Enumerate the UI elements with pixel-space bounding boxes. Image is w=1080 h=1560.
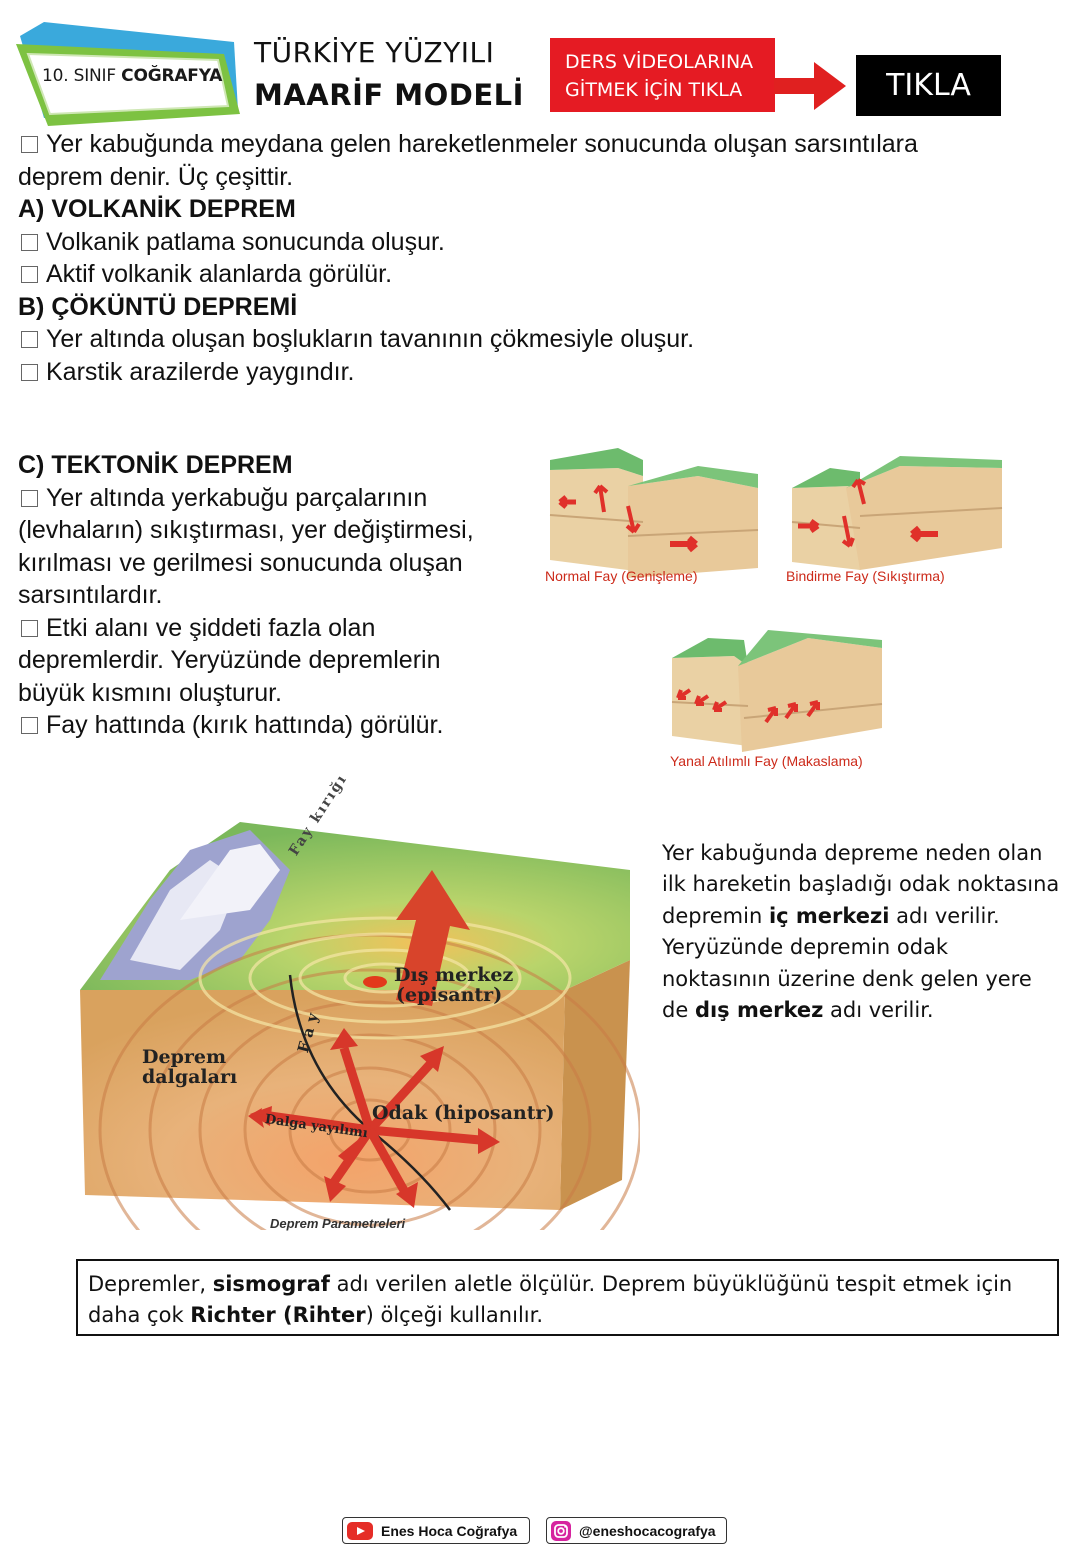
- focus-label: Odak (hiposantr): [372, 1102, 555, 1124]
- side-line: noktasının üzerine denk gelen yere: [662, 966, 1032, 991]
- epicenter-label-line2: (episantr): [396, 984, 503, 1006]
- reverse-fault-caption: Bindirme Fay (Sıkıştırma): [786, 568, 945, 584]
- bullet-box-icon: [21, 619, 38, 637]
- side-line: Yer kabuğunda depreme neden olan: [662, 841, 1043, 865]
- youtube-channel-link[interactable]: Enes Hoca Coğrafya: [342, 1517, 530, 1544]
- side-line: depremin iç merkezi adı verilir.: [662, 903, 1000, 928]
- reverse-fault-figure: [791, 456, 1003, 570]
- volcanic-item: Aktif volkanik alanlarda görülür.: [46, 260, 393, 288]
- lesson-videos-line2: GİTMEK İÇİN TIKLA: [565, 79, 743, 101]
- strike-slip-fault-figure: [671, 630, 883, 752]
- tectonic-line: sarsıntılardır.: [18, 581, 163, 609]
- tectonic-heading: C) TEKTONİK DEPREM: [18, 451, 293, 479]
- side-line: de dış merkez adı verilir.: [662, 998, 934, 1023]
- note-line: daha çok Richter (Rihter) ölçeği kullanı…: [88, 1303, 543, 1327]
- header-title-line1: TÜRKİYE YÜZYILI: [254, 36, 495, 69]
- tectonic-line: Fay hattında (kırık hattında) görülür.: [46, 711, 444, 739]
- red-arrow-icon: [774, 62, 846, 110]
- bullet-box-icon: [21, 717, 38, 734]
- bullet-box-icon: [21, 266, 38, 283]
- bullet-box-icon: [21, 489, 38, 507]
- lesson-videos-line1: DERS VİDEOLARINA: [565, 51, 754, 73]
- collapse-heading: B) ÇÖKÜNTÜ DEPREMİ: [18, 292, 298, 321]
- collapse-item: Karstik arazilerde yaygındır.: [46, 357, 355, 386]
- bullet-box-icon: [21, 233, 38, 251]
- bullet-box-icon: [21, 136, 38, 153]
- instagram-link[interactable]: @eneshocacografya: [546, 1517, 727, 1544]
- bullet-box-icon: [21, 331, 38, 348]
- measurement-note-box: Depremler, sismograf adı verilen aletle …: [76, 1259, 1059, 1336]
- lesson-videos-button[interactable]: DERS VİDEOLARINA GİTMEK İÇİN TIKLA: [550, 38, 775, 112]
- side-line: ilk hareketin başladığı odak noktasına: [662, 872, 1060, 897]
- strike-slip-fault-caption: Yanal Atılımlı Fay (Makaslama): [670, 753, 863, 769]
- tectonic-line: büyük kısmını oluşturur.: [18, 678, 283, 707]
- earthquake-block-illustration: [80, 822, 642, 1327]
- normal-fault-figure: [549, 448, 759, 578]
- earthquake-parameters-diagram: Fay kırığı Dış merkez (episantr) Deprem …: [40, 771, 642, 1327]
- instagram-icon: [551, 1520, 571, 1541]
- focus-epicenter-explanation: Yer kabuğunda depreme neden olan ilk har…: [662, 838, 1059, 1026]
- tikla-button[interactable]: TIKLA: [856, 55, 1001, 116]
- note-line: Depremler, sismograf adı verilen aletle …: [88, 1272, 1013, 1296]
- volcanic-heading: A) VOLKANİK DEPREM: [18, 195, 296, 223]
- intro-line1: Yer kabuğunda meydana gelen hareketlenme…: [46, 130, 918, 158]
- tectonic-line: Yer altında yerkabuğu parçalarının: [46, 483, 428, 512]
- tectonic-line: kırılması ve gerilmesi sonucunda oluşan: [18, 548, 463, 577]
- collapse-item: Yer altında oluşan boşlukların tavanının…: [46, 325, 695, 353]
- normal-fault-caption: Normal Fay (Genişleme): [545, 568, 698, 584]
- seismic-waves-label-line2: dalgaları: [142, 1066, 238, 1088]
- course-badge: 10. SINIF COĞRAFYA: [14, 14, 242, 126]
- intro-section: Yer kabuğunda meydana gelen hareketlenme…: [18, 128, 918, 388]
- epicenter-label-line1: Dış merkez: [394, 964, 514, 986]
- badge-shape: [16, 22, 240, 126]
- instagram-handle: @eneshocacografya: [579, 1522, 716, 1539]
- bullet-box-icon: [21, 363, 38, 381]
- diagram-caption: Deprem Parametreleri: [270, 1216, 406, 1231]
- tectonic-line: (levhaların) sıkıştırması, yer değiştirm…: [18, 516, 474, 544]
- volcanic-item: Volkanik patlama sonucunda oluşur.: [46, 227, 445, 256]
- tectonic-line: Etki alanı ve şiddeti fazla olan: [46, 613, 376, 642]
- tectonic-section: C) TEKTONİK DEPREM Yer altında yerkabuğu…: [18, 449, 474, 742]
- seismic-waves-label-line1: Deprem: [142, 1046, 227, 1068]
- badge-label: 10. SINIF COĞRAFYA: [42, 66, 223, 86]
- youtube-channel-name: Enes Hoca Coğrafya: [381, 1522, 518, 1539]
- intro-line2: deprem denir. Üç çeşittir.: [18, 162, 294, 191]
- tectonic-line: depremlerdir. Yeryüzünde depremlerin: [18, 646, 441, 674]
- youtube-icon: [347, 1521, 373, 1540]
- header-title-line2: MAARİF MODELİ: [254, 78, 524, 112]
- side-line: Yeryüzünde depremin odak: [662, 935, 949, 960]
